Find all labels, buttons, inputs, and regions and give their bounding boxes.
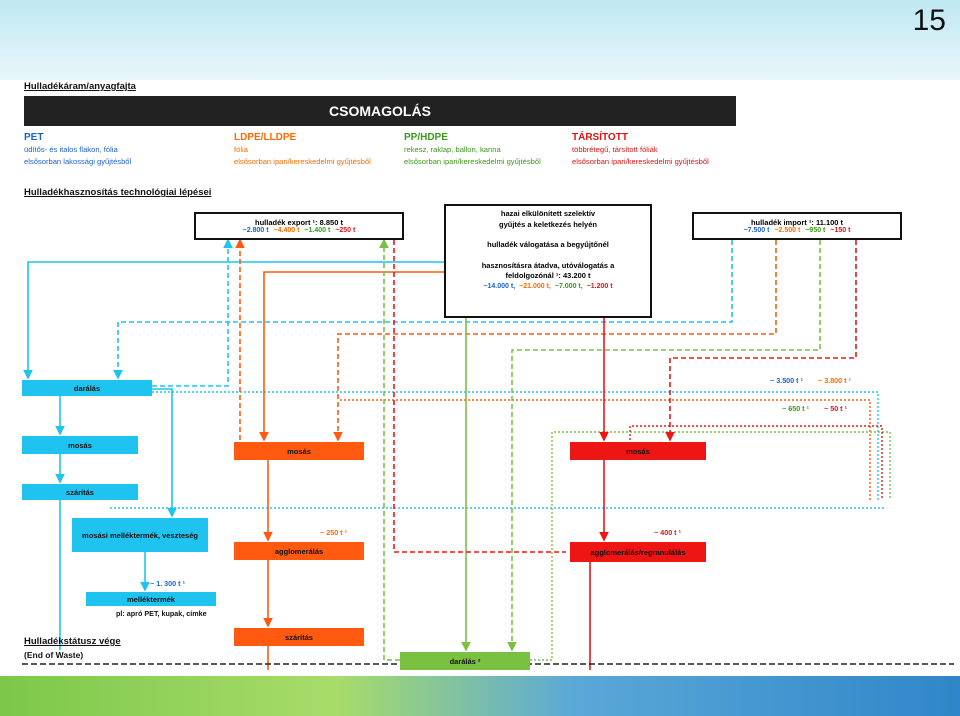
top-background bbox=[0, 0, 960, 80]
category-source: elsősorban ipari/kereskedelmi gyűjtésből bbox=[234, 157, 371, 166]
import-red-value: ~150 t bbox=[830, 227, 851, 234]
quantity-50: ~ 50 t ¹ bbox=[824, 404, 847, 413]
center-line4: hasznosításra átadva, utóválogatás a bbox=[481, 260, 615, 270]
category-ldpe: LDPE/LLDPE fólia elsősorban ipari/keresk… bbox=[234, 131, 371, 168]
process-darálás: darálás bbox=[22, 380, 152, 396]
quantity-3500: ~ 3.500 t ¹ bbox=[770, 376, 803, 385]
blue-flow-line bbox=[23, 261, 444, 380]
import-box: hulladék import ¹: 11.100 t ~7.500 t ~2.… bbox=[692, 212, 902, 240]
section-title: Hulladékhasznosítás technológiai lépései bbox=[24, 187, 212, 198]
center-blue-value: ~14.000 t, bbox=[483, 282, 516, 290]
process-darálás-pphdpe: darálás ² bbox=[400, 652, 530, 670]
banner: CSOMAGOLÁS bbox=[24, 96, 736, 126]
export-orange-value: ~4.400 t bbox=[273, 227, 300, 234]
export-green-value: ~1.400 t bbox=[304, 227, 331, 234]
export-box: hulladék export ¹: 8.850 t ~2.800 t ~4.4… bbox=[194, 212, 404, 240]
category-title: LDPE/LLDPE bbox=[234, 132, 297, 143]
center-line2: gyűjtés a keletkezés helyén bbox=[499, 219, 597, 229]
process-mellektermek: melléktermék bbox=[86, 592, 216, 606]
category-title: PET bbox=[24, 132, 44, 143]
process-agglomerálás-regranulálás: agglomerálás/regranulálás bbox=[570, 542, 706, 562]
import-green-value: ~950 t bbox=[805, 227, 826, 234]
category-title: TÁRSÍTOTT bbox=[572, 132, 628, 143]
center-green-value: ~7.000 t, bbox=[554, 282, 583, 290]
domestic-collection-box: hazai elkülönített szelektív gyűjtés a k… bbox=[444, 204, 652, 318]
process-agglomerálás: agglomerálás bbox=[234, 542, 364, 560]
category-desc: rekesz, raklap, ballon, kanna bbox=[404, 145, 501, 154]
page-number: 15 bbox=[912, 4, 946, 37]
category-pp-hdpe: PP/HDPE rekesz, raklap, ballon, kanna el… bbox=[404, 131, 541, 168]
center-line1: hazai elkülönített szelektív bbox=[500, 209, 596, 218]
quantity-400: ~ 400 t ¹ bbox=[654, 528, 681, 537]
end-of-waste-title: Hulladékstátusz vége bbox=[24, 636, 121, 647]
bottom-background bbox=[0, 676, 960, 716]
mellektermek-example: pl: apró PET, kupak, címke bbox=[116, 609, 207, 618]
end-of-waste-subtitle: (End of Waste) bbox=[24, 650, 84, 660]
export-blue-value: ~2.800 t bbox=[242, 227, 269, 234]
category-source: elsősorban ipari/kereskedelmi gyűjtésből bbox=[404, 157, 541, 166]
export-title: hulladék export ¹: 8.850 t bbox=[255, 218, 343, 227]
import-blue-value: ~7.500 t bbox=[743, 227, 770, 234]
quantity-650: ~ 650 t ¹ bbox=[782, 404, 809, 413]
category-tarsitott: TÁRSÍTOTT többrétegű, társított fóliák e… bbox=[572, 131, 709, 168]
process-szárítás-ldpe: szárítás bbox=[234, 628, 364, 646]
process-mosás-ldpe: mosás bbox=[234, 442, 364, 460]
category-desc: többrétegű, társított fóliák bbox=[572, 145, 658, 154]
category-desc: üdítős- és italos flakon, fólia bbox=[24, 145, 118, 154]
category-source: elsősorban ipari/kereskedelmi gyűjtésből bbox=[572, 157, 709, 166]
center-red-value: ~1.200 t bbox=[586, 282, 613, 290]
header-label: Hulladékáram/anyagfajta bbox=[24, 81, 136, 92]
category-desc: fólia bbox=[234, 145, 248, 154]
export-red-value: ~250 t bbox=[335, 227, 356, 234]
quantity-1300: ~ 1. 300 t ¹ bbox=[150, 579, 185, 588]
import-title: hulladék import ¹: 11.100 t bbox=[750, 218, 844, 227]
quantity-3800: ~ 3.800 t ¹ bbox=[818, 376, 851, 385]
category-source: elsősorban lakossági gyűjtésből bbox=[24, 157, 132, 166]
center-line3: hulladék válogatása a begyűjtőnél bbox=[487, 240, 609, 249]
process-mosás-tarsitott: mosás bbox=[570, 442, 706, 460]
category-pet: PET üdítős- és italos flakon, fólia első… bbox=[24, 131, 131, 168]
category-title: PP/HDPE bbox=[404, 132, 448, 143]
quantity-250: ~ 250 t ¹ bbox=[320, 528, 347, 537]
center-line5: feldolgozónál ¹: 43.200 t bbox=[505, 271, 591, 280]
center-orange-value: ~21.000 t, bbox=[519, 282, 551, 290]
process-szárítás-pet: szárítás bbox=[22, 484, 138, 500]
import-orange-value: ~2.500 t bbox=[774, 227, 801, 234]
process-mosasi-mellektermek: mosási melléktermék, veszteség bbox=[72, 518, 208, 552]
process-mosás-pet: mosás bbox=[22, 436, 138, 454]
